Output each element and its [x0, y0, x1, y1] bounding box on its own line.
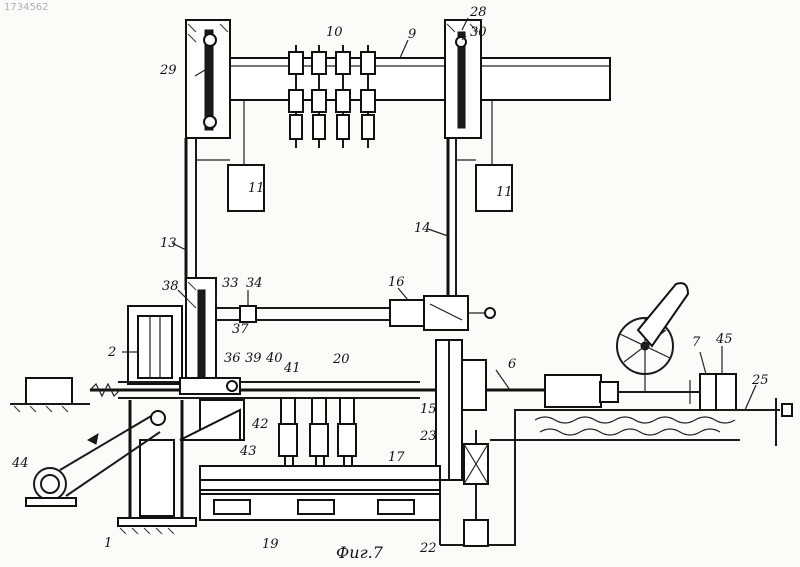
- label-30: 30: [470, 25, 487, 40]
- label-33: 33: [222, 276, 239, 291]
- label-41: 41: [283, 361, 301, 376]
- left-top-column: [186, 20, 230, 138]
- unit-16: [390, 296, 495, 330]
- left-motor: [26, 378, 72, 404]
- label-34: 34: [246, 276, 263, 291]
- base-19: [200, 494, 440, 520]
- column-14: [448, 138, 456, 300]
- label-14: 14: [414, 221, 431, 236]
- column-13: [186, 138, 196, 290]
- beam-9: [195, 58, 610, 100]
- housing-2: [128, 306, 182, 384]
- label-45: 45: [715, 332, 733, 347]
- label-44: 44: [11, 456, 29, 471]
- label-9: 9: [408, 27, 416, 42]
- label-11-left: 11: [248, 181, 265, 196]
- label-2: 2: [107, 345, 116, 360]
- figure-caption: Фиг.7: [336, 543, 384, 562]
- label-43: 43: [239, 444, 257, 459]
- label-15: 15: [420, 402, 437, 417]
- label-39: 39: [245, 351, 262, 366]
- reel-assembly: [617, 283, 688, 392]
- label-37: 37: [232, 322, 249, 337]
- label-29: 29: [159, 63, 177, 78]
- label-28: 28: [469, 5, 487, 20]
- label-22: 22: [419, 541, 437, 556]
- carriage: [180, 378, 244, 440]
- label-13: 13: [160, 236, 177, 251]
- label-36: 36: [224, 351, 241, 366]
- label-6: 6: [508, 357, 516, 372]
- label-11-right: 11: [496, 185, 513, 200]
- label-42: 42: [251, 417, 269, 432]
- gearbox-22: [464, 430, 488, 546]
- label-10: 10: [326, 25, 343, 40]
- label-20: 20: [332, 352, 350, 367]
- label-1: 1: [104, 536, 112, 551]
- label-17: 17: [388, 450, 405, 465]
- label-38: 38: [162, 279, 179, 294]
- label-40: 40: [265, 351, 283, 366]
- document-number: 1734562: [4, 2, 49, 13]
- label-16: 16: [388, 275, 405, 290]
- label-25: 25: [751, 373, 769, 388]
- label-7: 7: [692, 335, 701, 350]
- fixtures-20: [279, 398, 356, 466]
- table-17: [200, 466, 440, 490]
- label-23: 23: [419, 429, 437, 444]
- column-38-block: [186, 278, 216, 390]
- label-19: 19: [262, 537, 279, 552]
- ground-left: [10, 404, 90, 412]
- rod-33-34: [216, 306, 400, 322]
- drive-motor: [545, 374, 736, 410]
